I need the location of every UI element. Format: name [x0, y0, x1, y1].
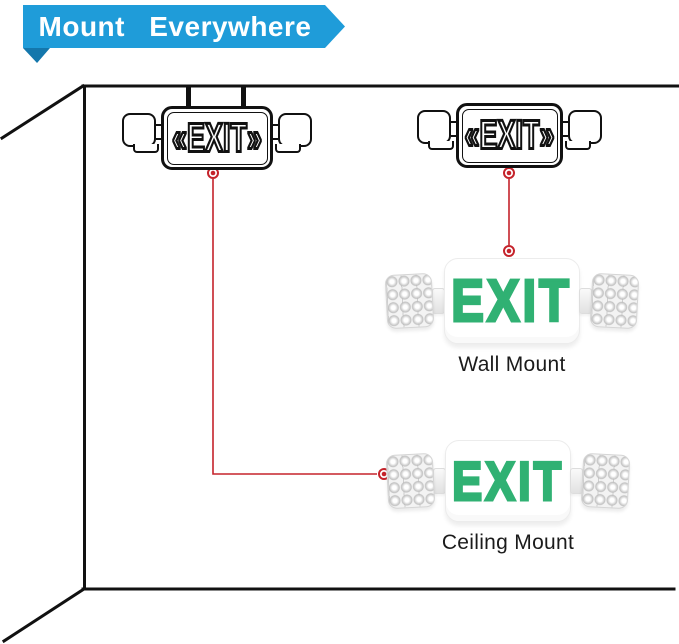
- lamp-arm: [563, 121, 568, 137]
- lamp-head-icon: [385, 452, 436, 510]
- exit-sign-body: EXIT: [444, 258, 580, 344]
- lamp-head-icon: [589, 272, 640, 330]
- connector-dot-icon: [503, 245, 515, 257]
- ceiling-mount-connector-line: [212, 179, 377, 475]
- exit-sign-text: EXIT: [451, 449, 564, 513]
- exit-sign-text: «EXIT»: [463, 111, 555, 159]
- lamp-head-icon: [275, 113, 312, 153]
- ceiling-mount-post: [186, 86, 191, 109]
- floor-edge-diagonal: [1, 586, 87, 644]
- lamp-arm: [273, 124, 278, 140]
- banner-label: Mount Everywhere: [38, 10, 312, 42]
- wall-mount-label: Wall Mount: [458, 353, 566, 376]
- exit-sign-body: EXIT: [445, 440, 571, 522]
- ceiling-edge-diagonal: [0, 83, 86, 141]
- wall-sign-lineart: «EXIT»: [417, 103, 602, 168]
- exit-sign-face: «EXIT»: [461, 108, 558, 163]
- exit-sign-text: EXIT: [450, 266, 573, 335]
- exit-sign-body: «EXIT»: [161, 106, 273, 170]
- ceiling-mount-product: EXIT Ceiling Mount: [385, 440, 631, 555]
- lamp-arm: [156, 124, 161, 140]
- lamp-head-icon: [122, 113, 159, 153]
- ceiling-mount-photo: EXIT: [385, 440, 631, 522]
- lamp-head-icon: [384, 272, 435, 330]
- exit-sign-body: «EXIT»: [456, 103, 563, 168]
- exit-sign-face: «EXIT»: [166, 111, 268, 165]
- wall-mount-product: EXIT Wall Mount: [384, 258, 640, 377]
- wall-mount-photo: EXIT: [384, 258, 640, 344]
- mount-everywhere-banner: Mount Everywhere: [23, 5, 345, 48]
- lamp-arm: [451, 121, 456, 137]
- connector-dot-icon: [503, 167, 515, 179]
- connector-dot-icon: [207, 167, 219, 179]
- exit-sign-text: «EXIT»: [171, 113, 263, 161]
- lamp-head-icon: [580, 452, 631, 510]
- ceiling-sign-lineart: «EXIT»: [122, 106, 312, 170]
- ceiling-mount-label: Ceiling Mount: [441, 531, 575, 554]
- ceiling-mount-post: [241, 86, 246, 109]
- lamp-head-icon: [565, 110, 602, 150]
- lamp-head-icon: [417, 110, 454, 150]
